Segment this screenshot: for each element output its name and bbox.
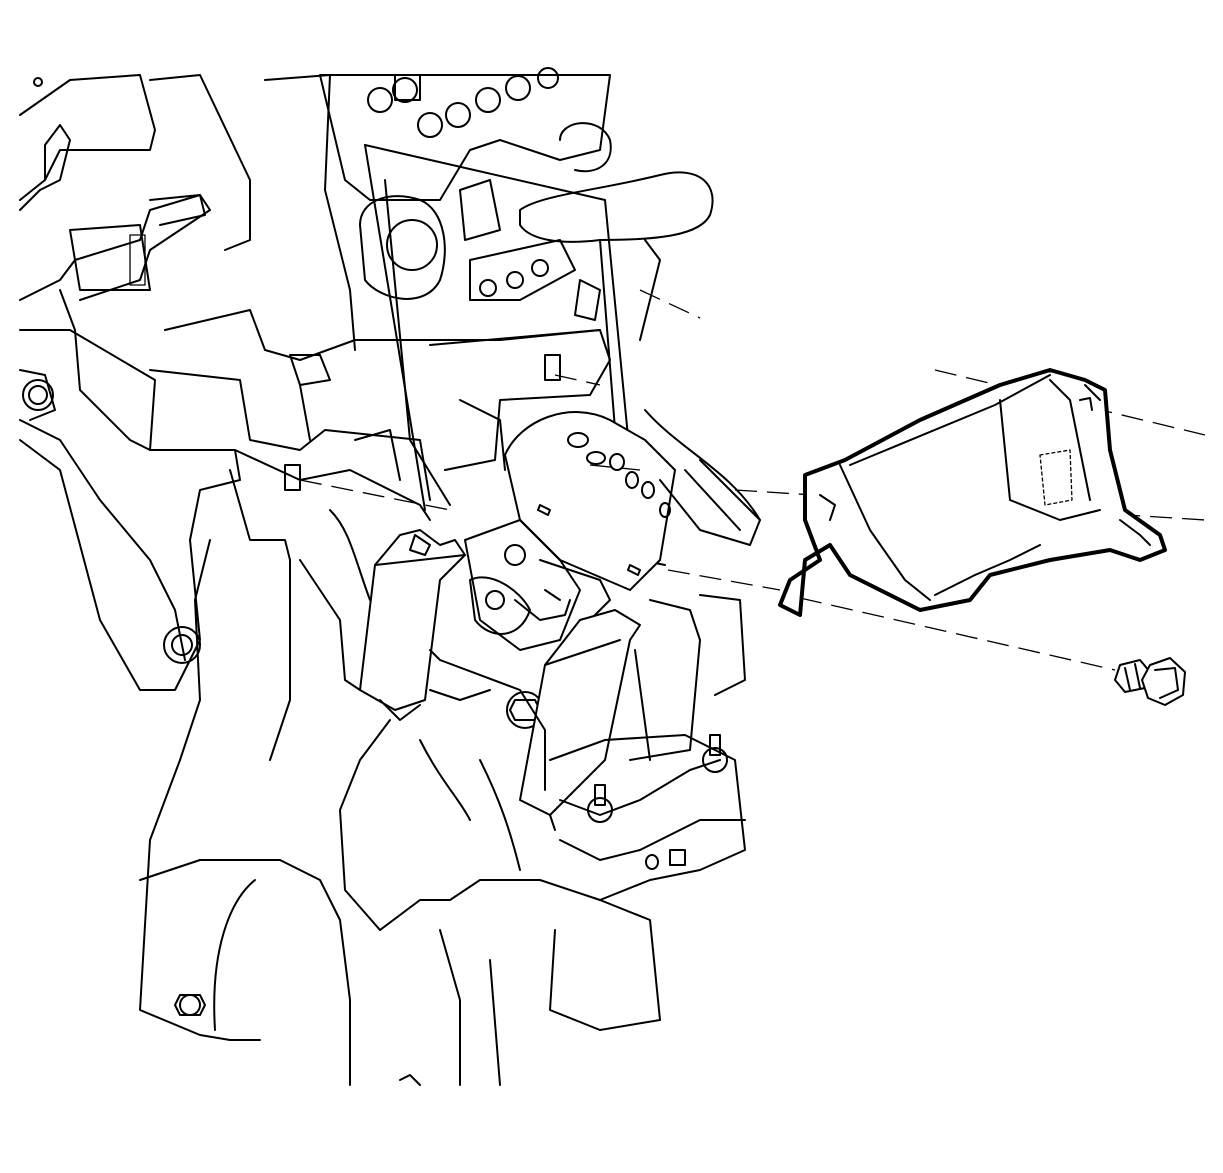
console-side-bracket-right	[519, 609, 641, 831]
instrument-panel-carrier	[19, 74, 241, 691]
retaining-bolt	[1114, 657, 1186, 706]
dashboard-controls	[149, 67, 714, 351]
console-side-bracket-left	[359, 529, 466, 721]
shift-lever-assembly	[464, 409, 761, 729]
center-console-frame	[149, 279, 611, 761]
console-base	[139, 509, 746, 1086]
console-trim-panel	[778, 368, 1167, 617]
